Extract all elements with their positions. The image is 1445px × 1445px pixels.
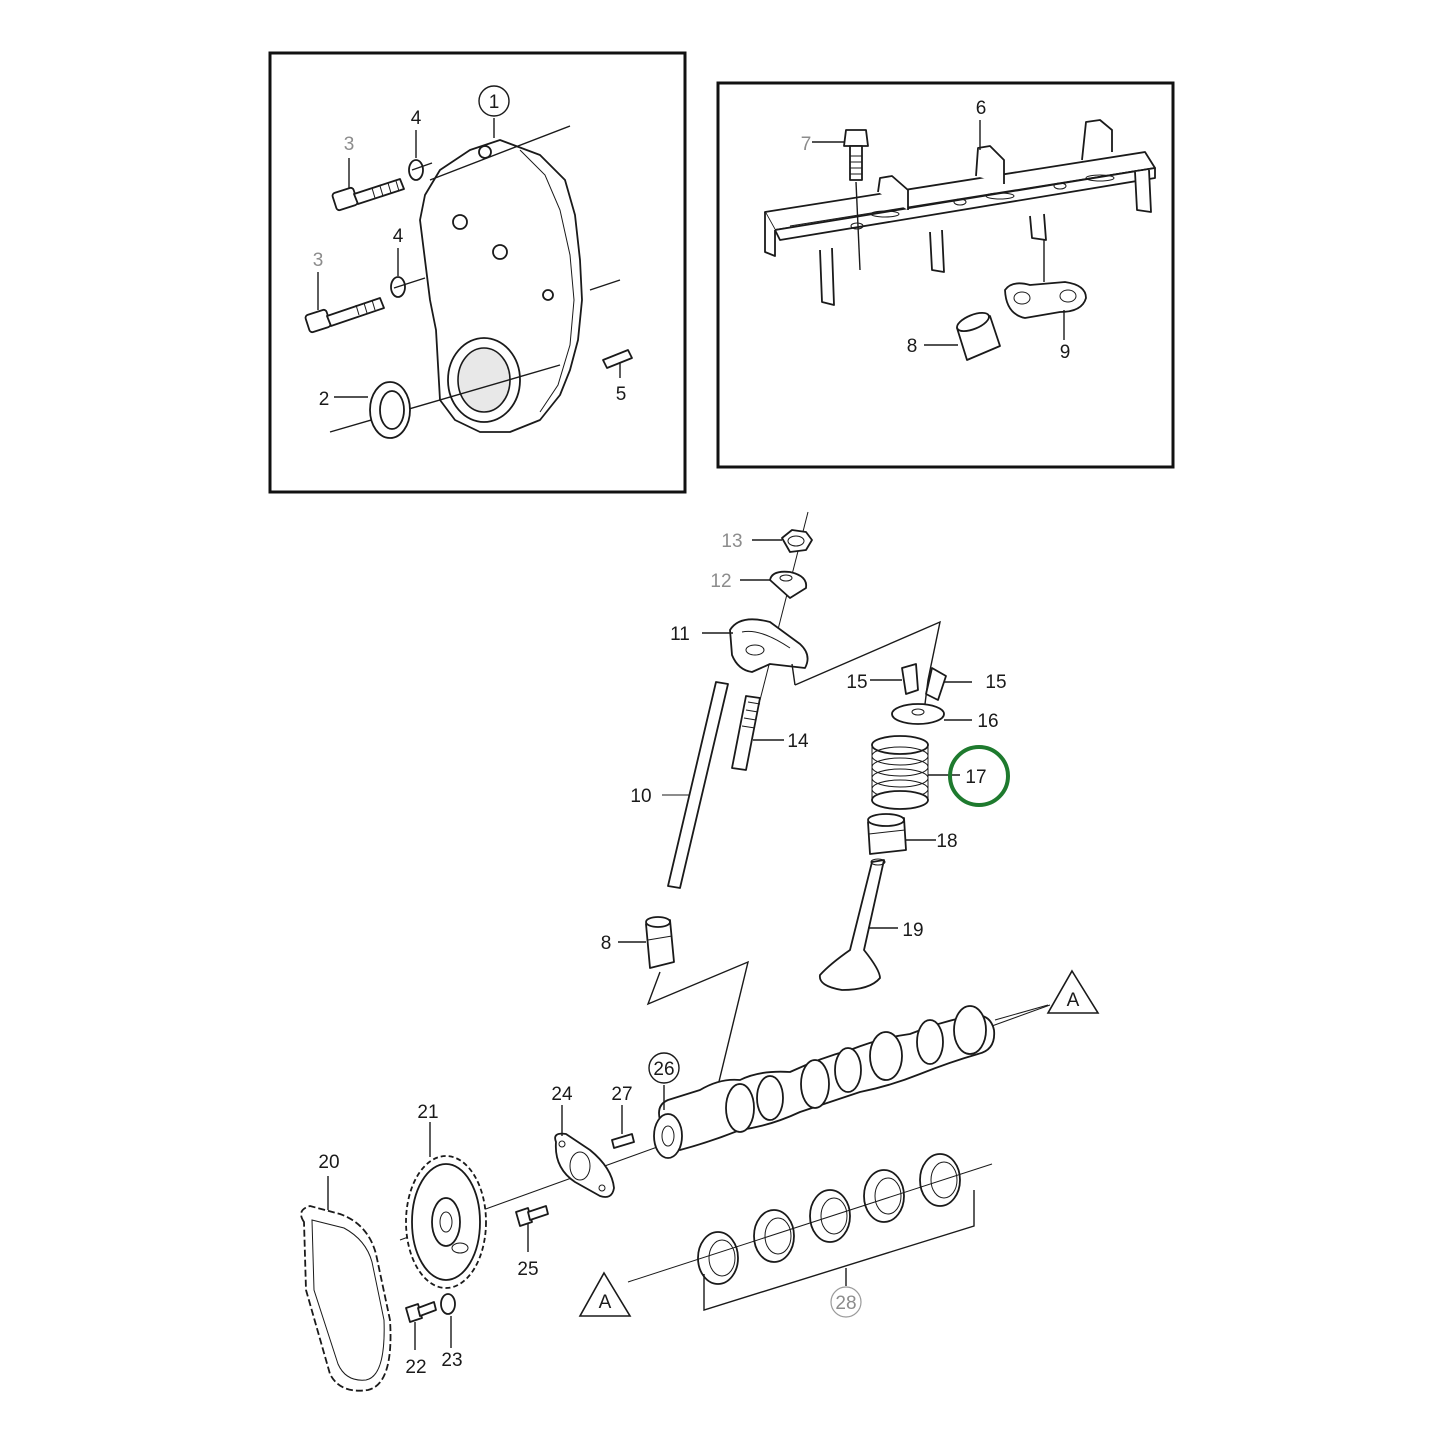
rocker-link-9[interactable] (1004, 281, 1087, 319)
marker-a-top (1046, 969, 1100, 1014)
callout-28[interactable]: 28 (835, 1293, 856, 1314)
camshaft-26[interactable] (653, 1005, 996, 1159)
timing-chain-20[interactable] (300, 1205, 392, 1392)
thrust-plate-24[interactable] (554, 1132, 615, 1198)
keeper-15-left[interactable] (901, 663, 919, 695)
callout-7[interactable]: 7 (801, 134, 812, 155)
keeper-15-right[interactable] (925, 667, 947, 701)
callout-6[interactable]: 6 (976, 98, 987, 119)
main-valvetrain: 13 12 11 14 10 (300, 511, 1100, 1392)
callout-8-main[interactable]: 8 (601, 933, 612, 954)
lifter-8-main[interactable] (645, 916, 675, 969)
washer-23[interactable] (440, 1293, 456, 1315)
callout-16[interactable]: 16 (977, 711, 998, 732)
callout-15-right[interactable]: 15 (985, 672, 1006, 693)
callout-21[interactable]: 21 (417, 1102, 438, 1123)
callout-24[interactable]: 24 (551, 1084, 573, 1105)
callout-20[interactable]: 20 (318, 1152, 339, 1173)
callout-5[interactable]: 5 (616, 384, 627, 405)
timing-cover-part[interactable] (419, 139, 583, 433)
pivot-12[interactable] (769, 570, 808, 599)
bolt-25[interactable] (515, 1205, 549, 1227)
lifter-8-inset[interactable] (955, 309, 1001, 361)
callout-4-upper[interactable]: 4 (411, 108, 422, 129)
inset-rocker-shaft-frame (716, 81, 1175, 469)
callout-circle-1 (478, 85, 510, 117)
callout-23[interactable]: 23 (441, 1350, 462, 1371)
callout-10[interactable]: 10 (630, 786, 651, 807)
stud-14[interactable] (731, 695, 761, 771)
valve-spring-17[interactable] (871, 735, 929, 810)
spring-retainer-16[interactable] (891, 703, 945, 725)
callout-3-upper[interactable]: 3 (344, 134, 355, 155)
callout-17[interactable]: 17 (965, 767, 986, 788)
seal-2[interactable] (369, 381, 411, 439)
key-27[interactable] (611, 1133, 635, 1149)
callout-26[interactable]: 26 (653, 1059, 674, 1080)
callout-circle-26 (648, 1052, 680, 1084)
callout-1[interactable]: 1 (489, 92, 500, 113)
rocker-bridge-part[interactable] (764, 119, 1156, 306)
callout-circle-28 (830, 1286, 862, 1318)
marker-a-bottom-label[interactable]: A (599, 1292, 612, 1313)
callout-2[interactable]: 2 (319, 389, 330, 410)
callout-11[interactable]: 11 (670, 624, 690, 645)
callout-4-lower[interactable]: 4 (393, 226, 404, 247)
bolt-7[interactable] (843, 129, 869, 181)
inset-timing-cover-frame (268, 51, 687, 494)
bolt-22[interactable] (405, 1301, 437, 1323)
bolt-3-lower[interactable] (304, 297, 385, 334)
cam-bearings-28[interactable] (697, 1153, 961, 1285)
inset-timing-cover: 1 2 3 3 4 4 5 (268, 51, 687, 494)
marker-a-bottom (578, 1271, 632, 1317)
cam-sprocket-21[interactable] (405, 1155, 487, 1289)
washer-4-upper[interactable] (408, 159, 424, 181)
valve-seal-18[interactable] (867, 813, 907, 855)
callout-18[interactable]: 18 (936, 831, 957, 852)
highlight-ring-17 (948, 745, 1010, 807)
callout-9[interactable]: 9 (1060, 342, 1071, 363)
push-rod-10[interactable] (667, 681, 729, 889)
callout-27[interactable]: 27 (611, 1084, 632, 1105)
nut-13[interactable] (781, 529, 813, 553)
callout-22[interactable]: 22 (405, 1357, 426, 1378)
callout-3-lower[interactable]: 3 (313, 250, 324, 271)
callout-8-inset[interactable]: 8 (907, 336, 918, 357)
inset-rocker-shaft: 6 7 8 9 (716, 81, 1175, 469)
callout-25[interactable]: 25 (517, 1259, 538, 1280)
dowel-pin-5[interactable] (602, 349, 633, 369)
callout-15-left[interactable]: 15 (846, 672, 867, 693)
callout-14[interactable]: 14 (787, 731, 809, 752)
callout-13[interactable]: 13 (721, 531, 742, 552)
bolt-3-upper[interactable] (331, 178, 405, 212)
callout-19[interactable]: 19 (902, 920, 923, 941)
rocker-arm-11[interactable] (729, 618, 809, 673)
valve-19[interactable] (819, 858, 886, 991)
callout-12[interactable]: 12 (710, 571, 731, 592)
marker-a-top-label[interactable]: A (1067, 990, 1080, 1011)
